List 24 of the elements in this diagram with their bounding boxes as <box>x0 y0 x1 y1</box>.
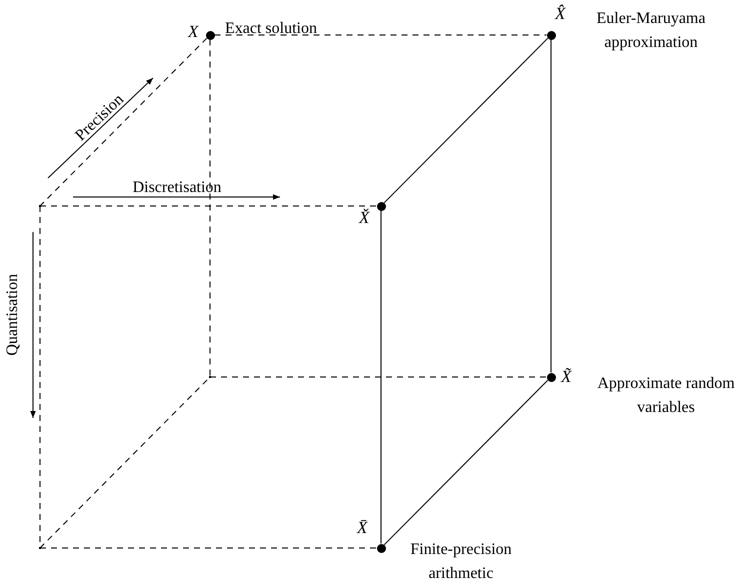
math-symbol: X̄ <box>357 518 368 538</box>
vertex-dot <box>546 372 556 382</box>
math-symbol: X <box>188 22 198 42</box>
vertex-dot <box>376 544 386 552</box>
vertex-dot <box>206 30 214 40</box>
description-text: Euler-Maruyama approximation <box>596 9 706 53</box>
description-text: Exact solution <box>225 19 318 39</box>
description-text: Approximate random variables <box>596 374 736 418</box>
line <box>380 210 382 544</box>
dashed-line <box>210 376 547 378</box>
math-symbol: X̃ <box>561 367 572 388</box>
dashed-line <box>40 38 208 206</box>
math-symbol: X̂ <box>555 4 566 24</box>
math-symbol: X̌ <box>359 208 370 228</box>
vertex-dot <box>376 202 386 210</box>
description-text: Finite-precision arithmetic <box>409 540 513 582</box>
vertex-dot <box>546 30 556 40</box>
line <box>384 380 548 546</box>
dashed-line <box>40 376 210 548</box>
direction-label: Quantisation <box>4 274 22 356</box>
line <box>550 39 552 373</box>
dashed-line <box>214 34 547 36</box>
line <box>384 38 548 204</box>
direction-label: Discretisation <box>132 179 222 197</box>
